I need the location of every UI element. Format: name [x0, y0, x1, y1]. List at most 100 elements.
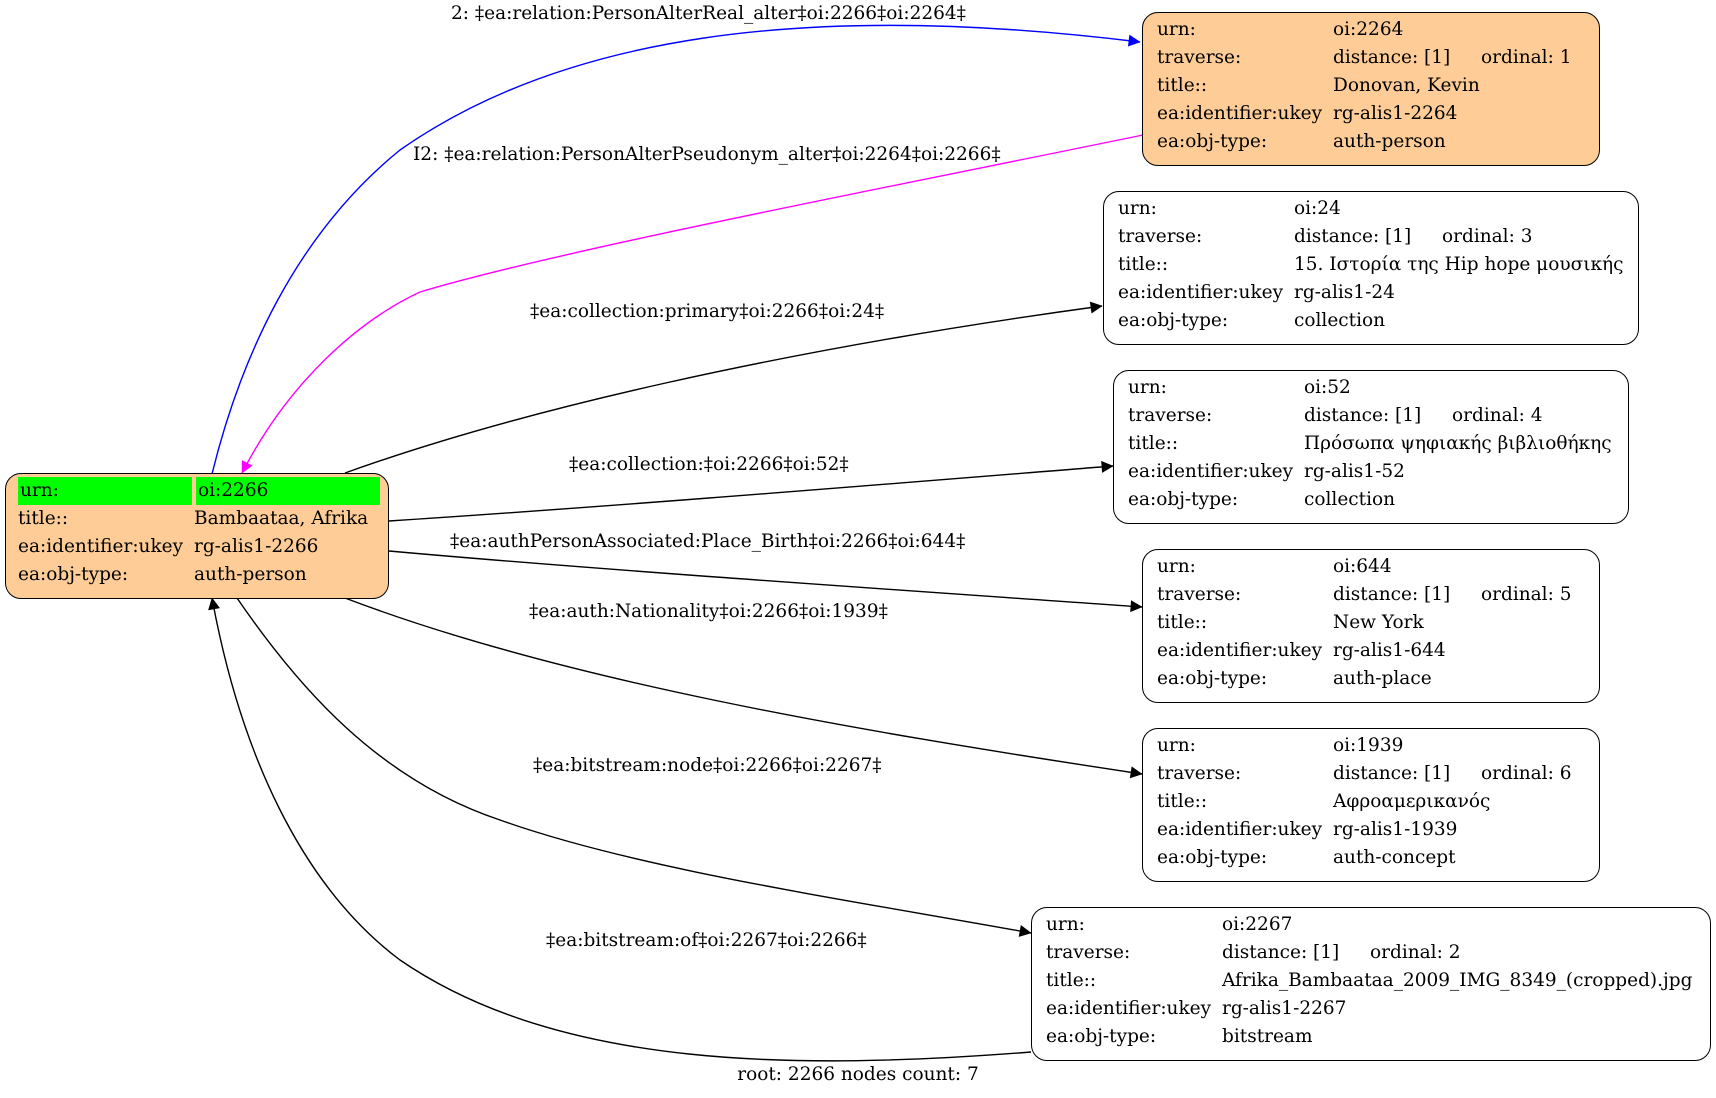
distance-value: distance: [1]: [1222, 942, 1340, 963]
field-value: auth-person: [194, 564, 307, 585]
distance-value: distance: [1]: [1333, 584, 1451, 605]
field-value: rg-alis1-1939: [1333, 819, 1458, 840]
title-row: title::Donovan, Kevin: [1157, 72, 1585, 100]
urn-row: urn:oi:2264: [1157, 16, 1585, 44]
field-value: Αφροαμερικανός: [1333, 791, 1491, 812]
field-key: urn:: [1157, 19, 1196, 40]
root-node[interactable]: urn: oi:2266 title:: Bambaataa, Afrika e…: [5, 473, 389, 599]
node-644[interactable]: urn: oi:644 traverse:distance: [1]ordinal…: [1142, 549, 1600, 703]
field-key: urn:: [1157, 735, 1196, 756]
field-key: ea:obj-type:: [1118, 310, 1229, 331]
field-value: auth-concept: [1333, 847, 1456, 868]
field-value: bitstream: [1222, 1026, 1313, 1047]
urn-row: urn:oi:2267: [1046, 911, 1696, 939]
field-value: Πρόσωπα ψηφιακής βιβλιοθήκης: [1304, 433, 1612, 454]
title-row: title::Afrika_Bambaataa_2009_IMG_8349_(c…: [1046, 967, 1696, 995]
traverse-row: traverse:distance: [1]ordinal: 4: [1128, 402, 1614, 430]
field-key: urn:: [18, 477, 192, 505]
edge-alter-pseudonym: [241, 134, 1144, 474]
field-key: title::: [1118, 254, 1169, 275]
field-key: ea:identifier:ukey: [1157, 819, 1323, 840]
field-key: ea:obj-type:: [1128, 489, 1239, 510]
ordinal-value: ordinal: 2: [1370, 942, 1461, 963]
field-key: ea:obj-type:: [1157, 847, 1268, 868]
node-2264[interactable]: urn:oi:2264 traverse:distance: [1]ordina…: [1142, 12, 1600, 166]
urn-row: urn: oi:24: [1118, 195, 1624, 223]
urn-row: urn: oi:644: [1157, 553, 1585, 581]
node-2267[interactable]: urn:oi:2267 traverse:distance: [1]ordina…: [1031, 907, 1711, 1061]
field-value: distance: [1] ordinal: 2: [1222, 939, 1461, 967]
field-value: New York: [1333, 612, 1424, 633]
edge-collection-primary: [344, 301, 1103, 474]
root-ukey-row: ea:identifier:ukey rg-alis1-2266: [18, 533, 376, 561]
field-key: title::: [1157, 75, 1208, 96]
title-row: title::15. Ιστορία της Hip hope μουσικής: [1118, 251, 1624, 279]
distance-value: distance: [1]: [1333, 763, 1451, 784]
type-row: ea:obj-type: bitstream: [1046, 1023, 1696, 1051]
edge-collection: [388, 460, 1114, 522]
distance-value: distance: [1]: [1304, 405, 1422, 426]
field-value: Bambaataa, Afrika: [194, 508, 369, 529]
distance-value: distance: [1]: [1333, 47, 1451, 68]
node-24[interactable]: urn: oi:24 traverse: distance: [1] ordinal:…: [1103, 191, 1639, 345]
title-row: title::New York: [1157, 609, 1585, 637]
field-key: ea:identifier:ukey: [1046, 998, 1212, 1019]
title-row: title::Αφροαμερικανός: [1157, 788, 1585, 816]
field-value: oi:24: [1294, 198, 1341, 219]
field-key: title::: [1157, 791, 1208, 812]
edge-label: ‡ea:collection:primary‡oi:2266‡oi:24‡: [530, 301, 885, 322]
field-key: traverse:: [1118, 226, 1203, 247]
field-value: oi:1939: [1333, 735, 1404, 756]
field-key: urn:: [1118, 198, 1157, 219]
field-value: collection: [1294, 310, 1386, 331]
ordinal-value: ordinal: 3: [1442, 226, 1533, 247]
ukey-row: ea:identifier:ukey rg-alis1-2264: [1157, 100, 1585, 128]
field-key: urn:: [1157, 556, 1196, 577]
edge-label: ‡ea:bitstream:of‡oi:2267‡oi:2266‡: [546, 930, 867, 951]
graph-footer: root: 2266 nodes count: 7: [737, 1064, 979, 1085]
field-key: ea:obj-type:: [1157, 131, 1268, 152]
type-row: ea:obj-type:auth-person: [1157, 128, 1585, 156]
traverse-row: traverse: distance: [1] ordinal: 3: [1118, 223, 1624, 251]
field-value: oi:644: [1333, 556, 1392, 577]
edge-label: ‡ea:authPersonAssociated:Place_Birth‡oi:…: [450, 531, 966, 552]
field-value: rg-alis1-644: [1333, 640, 1446, 661]
field-value: Donovan, Kevin: [1333, 75, 1480, 96]
field-key: urn:: [1046, 914, 1085, 935]
field-key: title::: [1046, 970, 1097, 991]
traverse-row: traverse:distance: [1]ordinal: 5: [1157, 581, 1585, 609]
field-value: rg-alis1-52: [1304, 461, 1405, 482]
type-row: ea:obj-type: collection: [1118, 307, 1624, 335]
node-1939[interactable]: urn: oi:1939 traverse: distance: [1] ordina…: [1142, 728, 1600, 882]
edge-bitstream-of: [208, 597, 1032, 1062]
field-key: ea:identifier:ukey: [1128, 461, 1294, 482]
edge-label: ‡ea:auth:Nationality‡oi:2266‡oi:1939‡: [529, 601, 888, 622]
field-key: traverse:: [1157, 47, 1242, 68]
field-key: title::: [1128, 433, 1179, 454]
field-value: distance: [1] ordinal: 6: [1333, 760, 1572, 788]
node-52[interactable]: urn:oi:52 traverse:distance: [1]ordinal:…: [1113, 370, 1629, 524]
field-value: distance: [1] ordinal: 3: [1294, 223, 1533, 251]
type-row: ea:obj-type: auth-concept: [1157, 844, 1585, 872]
traverse-row: traverse: distance: [1] ordinal: 6: [1157, 760, 1585, 788]
edge-alter-real: [211, 24, 1141, 475]
field-key: ea:identifier:ukey: [1157, 103, 1323, 124]
field-value: rg-alis1-2264: [1333, 103, 1458, 124]
ordinal-value: ordinal: 6: [1481, 763, 1572, 784]
field-key: ea:obj-type:: [1046, 1026, 1157, 1047]
traverse-row: traverse:distance: [1]ordinal: 1: [1157, 44, 1585, 72]
field-value: distance: [1]ordinal: 5: [1333, 581, 1572, 609]
edge-label: ‡ea:collection:‡oi:2266‡oi:52‡: [569, 454, 849, 475]
field-value: collection: [1304, 489, 1396, 510]
field-key: ea:obj-type:: [18, 564, 129, 585]
distance-value: distance: [1]: [1294, 226, 1412, 247]
field-key: ea:obj-type:: [1157, 668, 1268, 689]
field-value: Afrika_Bambaataa_2009_IMG_8349_(cropped)…: [1222, 970, 1693, 991]
field-key: traverse:: [1157, 763, 1242, 784]
field-key: ea:identifier:ukey: [1118, 282, 1284, 303]
urn-row: urn: oi:1939: [1157, 732, 1585, 760]
